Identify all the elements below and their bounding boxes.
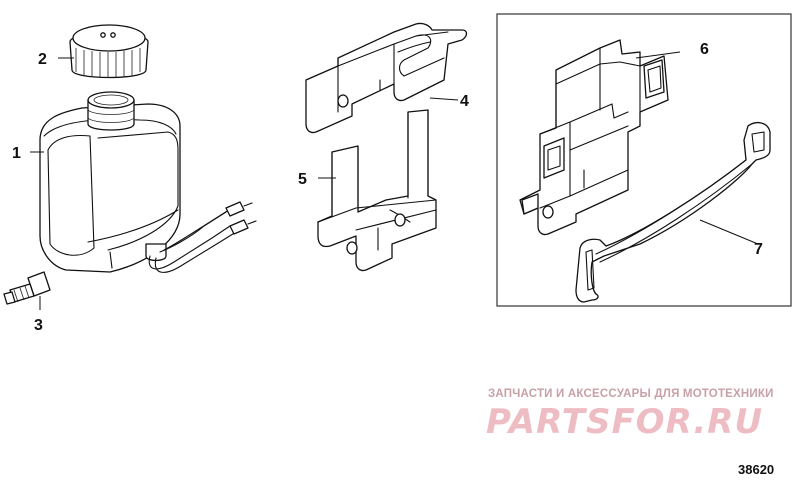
- reservoir-cap: [69, 24, 149, 79]
- callout-3: 3: [34, 317, 43, 334]
- mounting-bracket: [519, 39, 669, 236]
- callout-4: 4: [460, 93, 469, 110]
- callout-leaders: [30, 51, 759, 310]
- callout-2: 2: [38, 51, 47, 68]
- upper-bracket: [305, 22, 468, 134]
- kit-frame: [496, 13, 792, 307]
- retaining-strap: [575, 121, 771, 303]
- callout-1: 1: [12, 145, 21, 162]
- hose-fitting: [3, 271, 51, 305]
- lower-bracket: [317, 109, 437, 272]
- figure-number: 38620: [738, 462, 775, 477]
- callout-7: 7: [754, 241, 763, 258]
- callout-6: 6: [700, 41, 709, 58]
- watermark-logo: PARTSFOR.RU: [486, 402, 764, 442]
- watermark-tagline: ЗАПЧАСТИ И АКСЕССУАРЫ ДЛЯ МОТОТЕХНИКИ: [488, 388, 774, 400]
- callout-5: 5: [298, 171, 307, 188]
- oil-reservoir-tank: [39, 91, 257, 273]
